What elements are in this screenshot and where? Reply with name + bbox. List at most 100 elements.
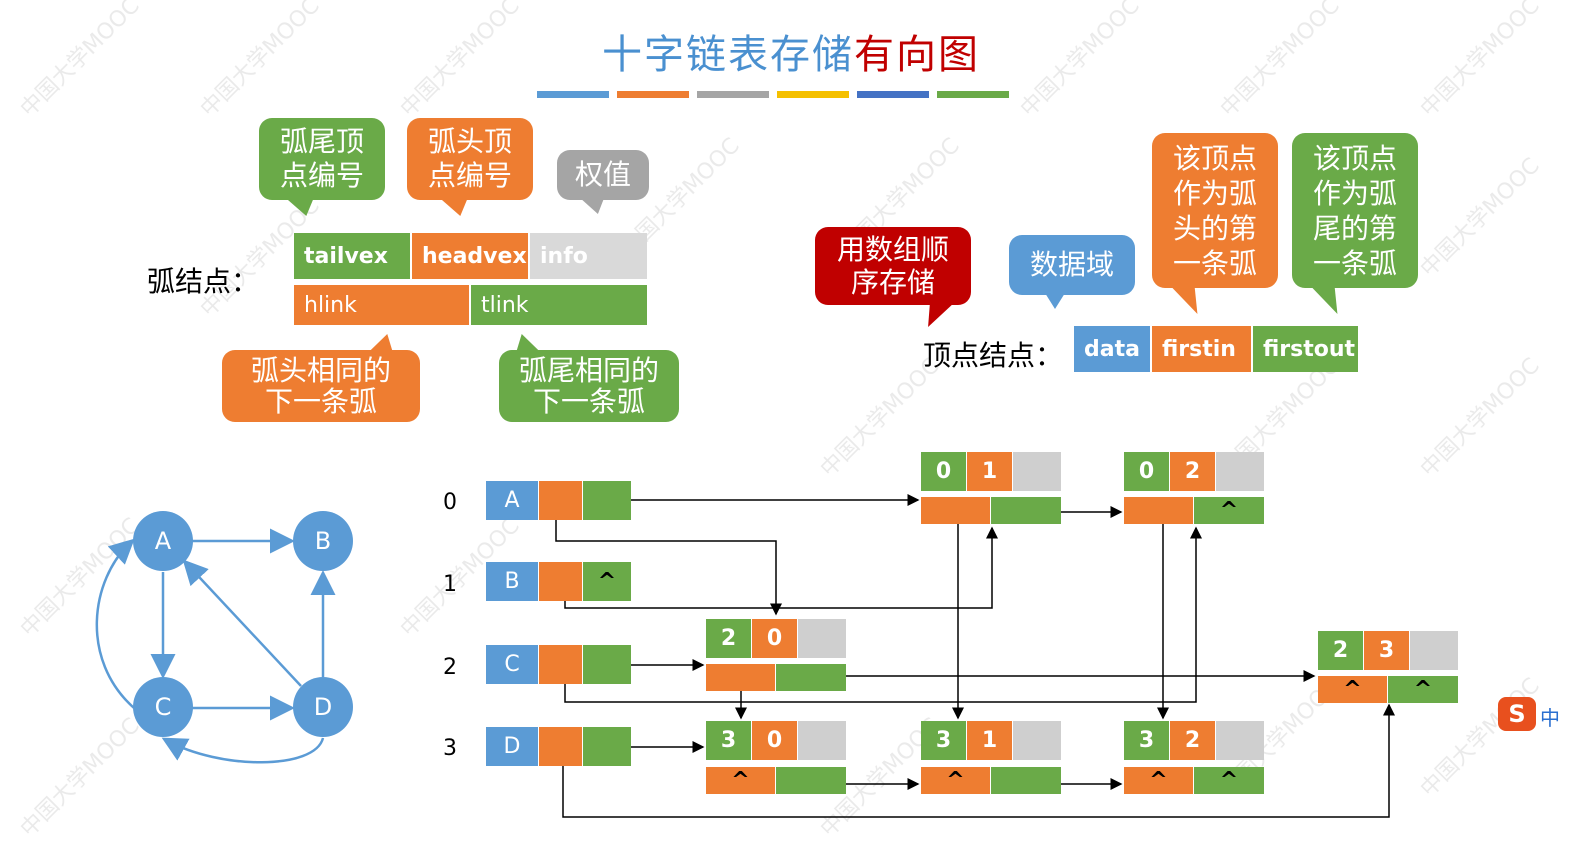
- stripe: [697, 91, 769, 98]
- vertex-firstin: [539, 645, 582, 684]
- bubble-same-tail-next: 弧尾相同的 下一条弧: [499, 334, 679, 422]
- arc-tlink: [776, 664, 846, 691]
- vertex-firstout: ^: [583, 562, 631, 601]
- arc-info: [1410, 631, 1458, 670]
- bubble-text: 权值: [574, 158, 631, 191]
- hlink-field: hlink: [294, 285, 469, 325]
- arc-tlink: [776, 767, 846, 794]
- link-A-in: [555, 515, 782, 616]
- vertex-index: 1: [443, 572, 457, 597]
- stripe: [777, 91, 849, 98]
- arc-headvex: 3: [1364, 631, 1409, 670]
- arc-tailvex: 3: [921, 721, 966, 760]
- bubble-tail-vertex-number: 弧尾顶 点编号: [259, 118, 385, 216]
- firstin-field: firstin: [1152, 326, 1251, 372]
- ime-mode-label[interactable]: 中: [1540, 706, 1560, 730]
- stripe: [537, 91, 609, 98]
- bubble-array-storage: 用数组顺 序存储: [815, 227, 971, 327]
- arc-headvex: 0: [752, 619, 797, 658]
- bubble-text: 数据域: [1029, 248, 1114, 281]
- vertex-data: C: [486, 645, 538, 684]
- graph-node-b: B: [293, 511, 353, 571]
- page-title: 十字链表存储有向图: [0, 22, 1582, 80]
- bubble-text: 弧头顶 点编号: [427, 125, 512, 192]
- vertex-data: A: [486, 481, 538, 520]
- tailvex-field: tailvex: [294, 233, 410, 279]
- firstout-field: firstout: [1253, 326, 1358, 372]
- bubble-text: 弧尾相同的 下一条弧: [518, 354, 659, 418]
- link-C-in: [564, 526, 1202, 703]
- arc-tailvex: 3: [1124, 721, 1169, 760]
- arc-hlink: ^: [706, 767, 775, 794]
- graph-node-d: D: [293, 677, 353, 737]
- bubble-first-out: 该顶点 作为弧 尾的第 一条弧: [1292, 133, 1418, 314]
- graph-edges: [95, 528, 336, 764]
- arc-hlink: [1124, 497, 1193, 524]
- vertex-index: 0: [443, 490, 457, 515]
- arc-info: [798, 619, 846, 658]
- arc-headvex: 1: [967, 452, 1012, 491]
- arc-hlink: [706, 664, 775, 691]
- vertex-data: D: [486, 727, 538, 766]
- arc-tlink: ^: [1388, 676, 1458, 703]
- bubble-text: 弧尾顶 点编号: [279, 125, 364, 192]
- arc-tlink: [991, 497, 1061, 524]
- bubble-text: 用数组顺 序存储: [836, 233, 949, 299]
- headvex-field: headvex: [412, 233, 528, 279]
- arc-node-label: 弧结点：: [147, 265, 260, 298]
- arc-hlink: ^: [1124, 767, 1193, 794]
- bubble-text: 该顶点 作为弧 头的第 一条弧: [1172, 141, 1257, 280]
- ime-logo-icon[interactable]: S: [1498, 697, 1536, 731]
- edge-d-a: [182, 559, 302, 687]
- arc-tlink: ^: [1194, 497, 1264, 524]
- arc-info: [1216, 452, 1264, 491]
- vertex-firstin: [539, 727, 582, 766]
- arc-info: [1013, 721, 1061, 760]
- vertex-firstout: [583, 727, 631, 766]
- arc-headvex: 0: [752, 721, 797, 760]
- arc-tailvex: 0: [921, 452, 966, 491]
- arc-info: [798, 721, 846, 760]
- title-part1: 十字链表存储: [602, 32, 854, 78]
- bubble-same-head-next: 弧头相同的 下一条弧: [222, 334, 420, 422]
- vertex-index: 2: [443, 655, 457, 680]
- bubble-first-in: 该顶点 作为弧 头的第 一条弧: [1152, 133, 1278, 314]
- edge-d-c: [161, 737, 325, 764]
- arc-headvex: 2: [1170, 721, 1215, 760]
- graph-node-a: A: [133, 511, 193, 571]
- stripe: [857, 91, 929, 98]
- arc-info: [1216, 721, 1264, 760]
- arc-tailvex: 2: [706, 619, 751, 658]
- bubble-text: 弧头相同的 下一条弧: [250, 354, 391, 418]
- stripe: [937, 91, 1009, 98]
- link-lines: [555, 494, 1395, 818]
- bubble-text: 该顶点 作为弧 尾的第 一条弧: [1312, 141, 1397, 280]
- stripe: [617, 91, 689, 98]
- arc-hlink: [921, 497, 990, 524]
- arc-tlink: ^: [1194, 767, 1264, 794]
- graph-node-c: C: [133, 677, 193, 737]
- vertex-node-label: 顶点结点：: [923, 339, 1064, 372]
- vertex-index: 3: [443, 736, 457, 761]
- vertex-firstin: [539, 562, 582, 601]
- info-field: info: [530, 233, 647, 279]
- arc-headvex: 1: [967, 721, 1012, 760]
- arc-tailvex: 3: [706, 721, 751, 760]
- arc-hlink: ^: [1318, 676, 1387, 703]
- title-part2: 有向图: [854, 32, 980, 78]
- link-D-in: [562, 703, 1395, 818]
- arc-tlink: [991, 767, 1061, 794]
- edge-c-a: [95, 538, 135, 709]
- bubble-weight: 权值: [557, 150, 649, 214]
- arc-tailvex: 0: [1124, 452, 1169, 491]
- arc-info: [1013, 452, 1061, 491]
- vertex-data: B: [486, 562, 538, 601]
- arc-tailvex: 2: [1318, 631, 1363, 670]
- vertex-firstout: [583, 645, 631, 684]
- tlink-field: tlink: [471, 285, 647, 325]
- arc-hlink: ^: [921, 767, 990, 794]
- bubble-head-vertex-number: 弧头顶 点编号: [407, 118, 533, 216]
- vertex-firstout: [583, 481, 631, 520]
- arc-headvex: 2: [1170, 452, 1215, 491]
